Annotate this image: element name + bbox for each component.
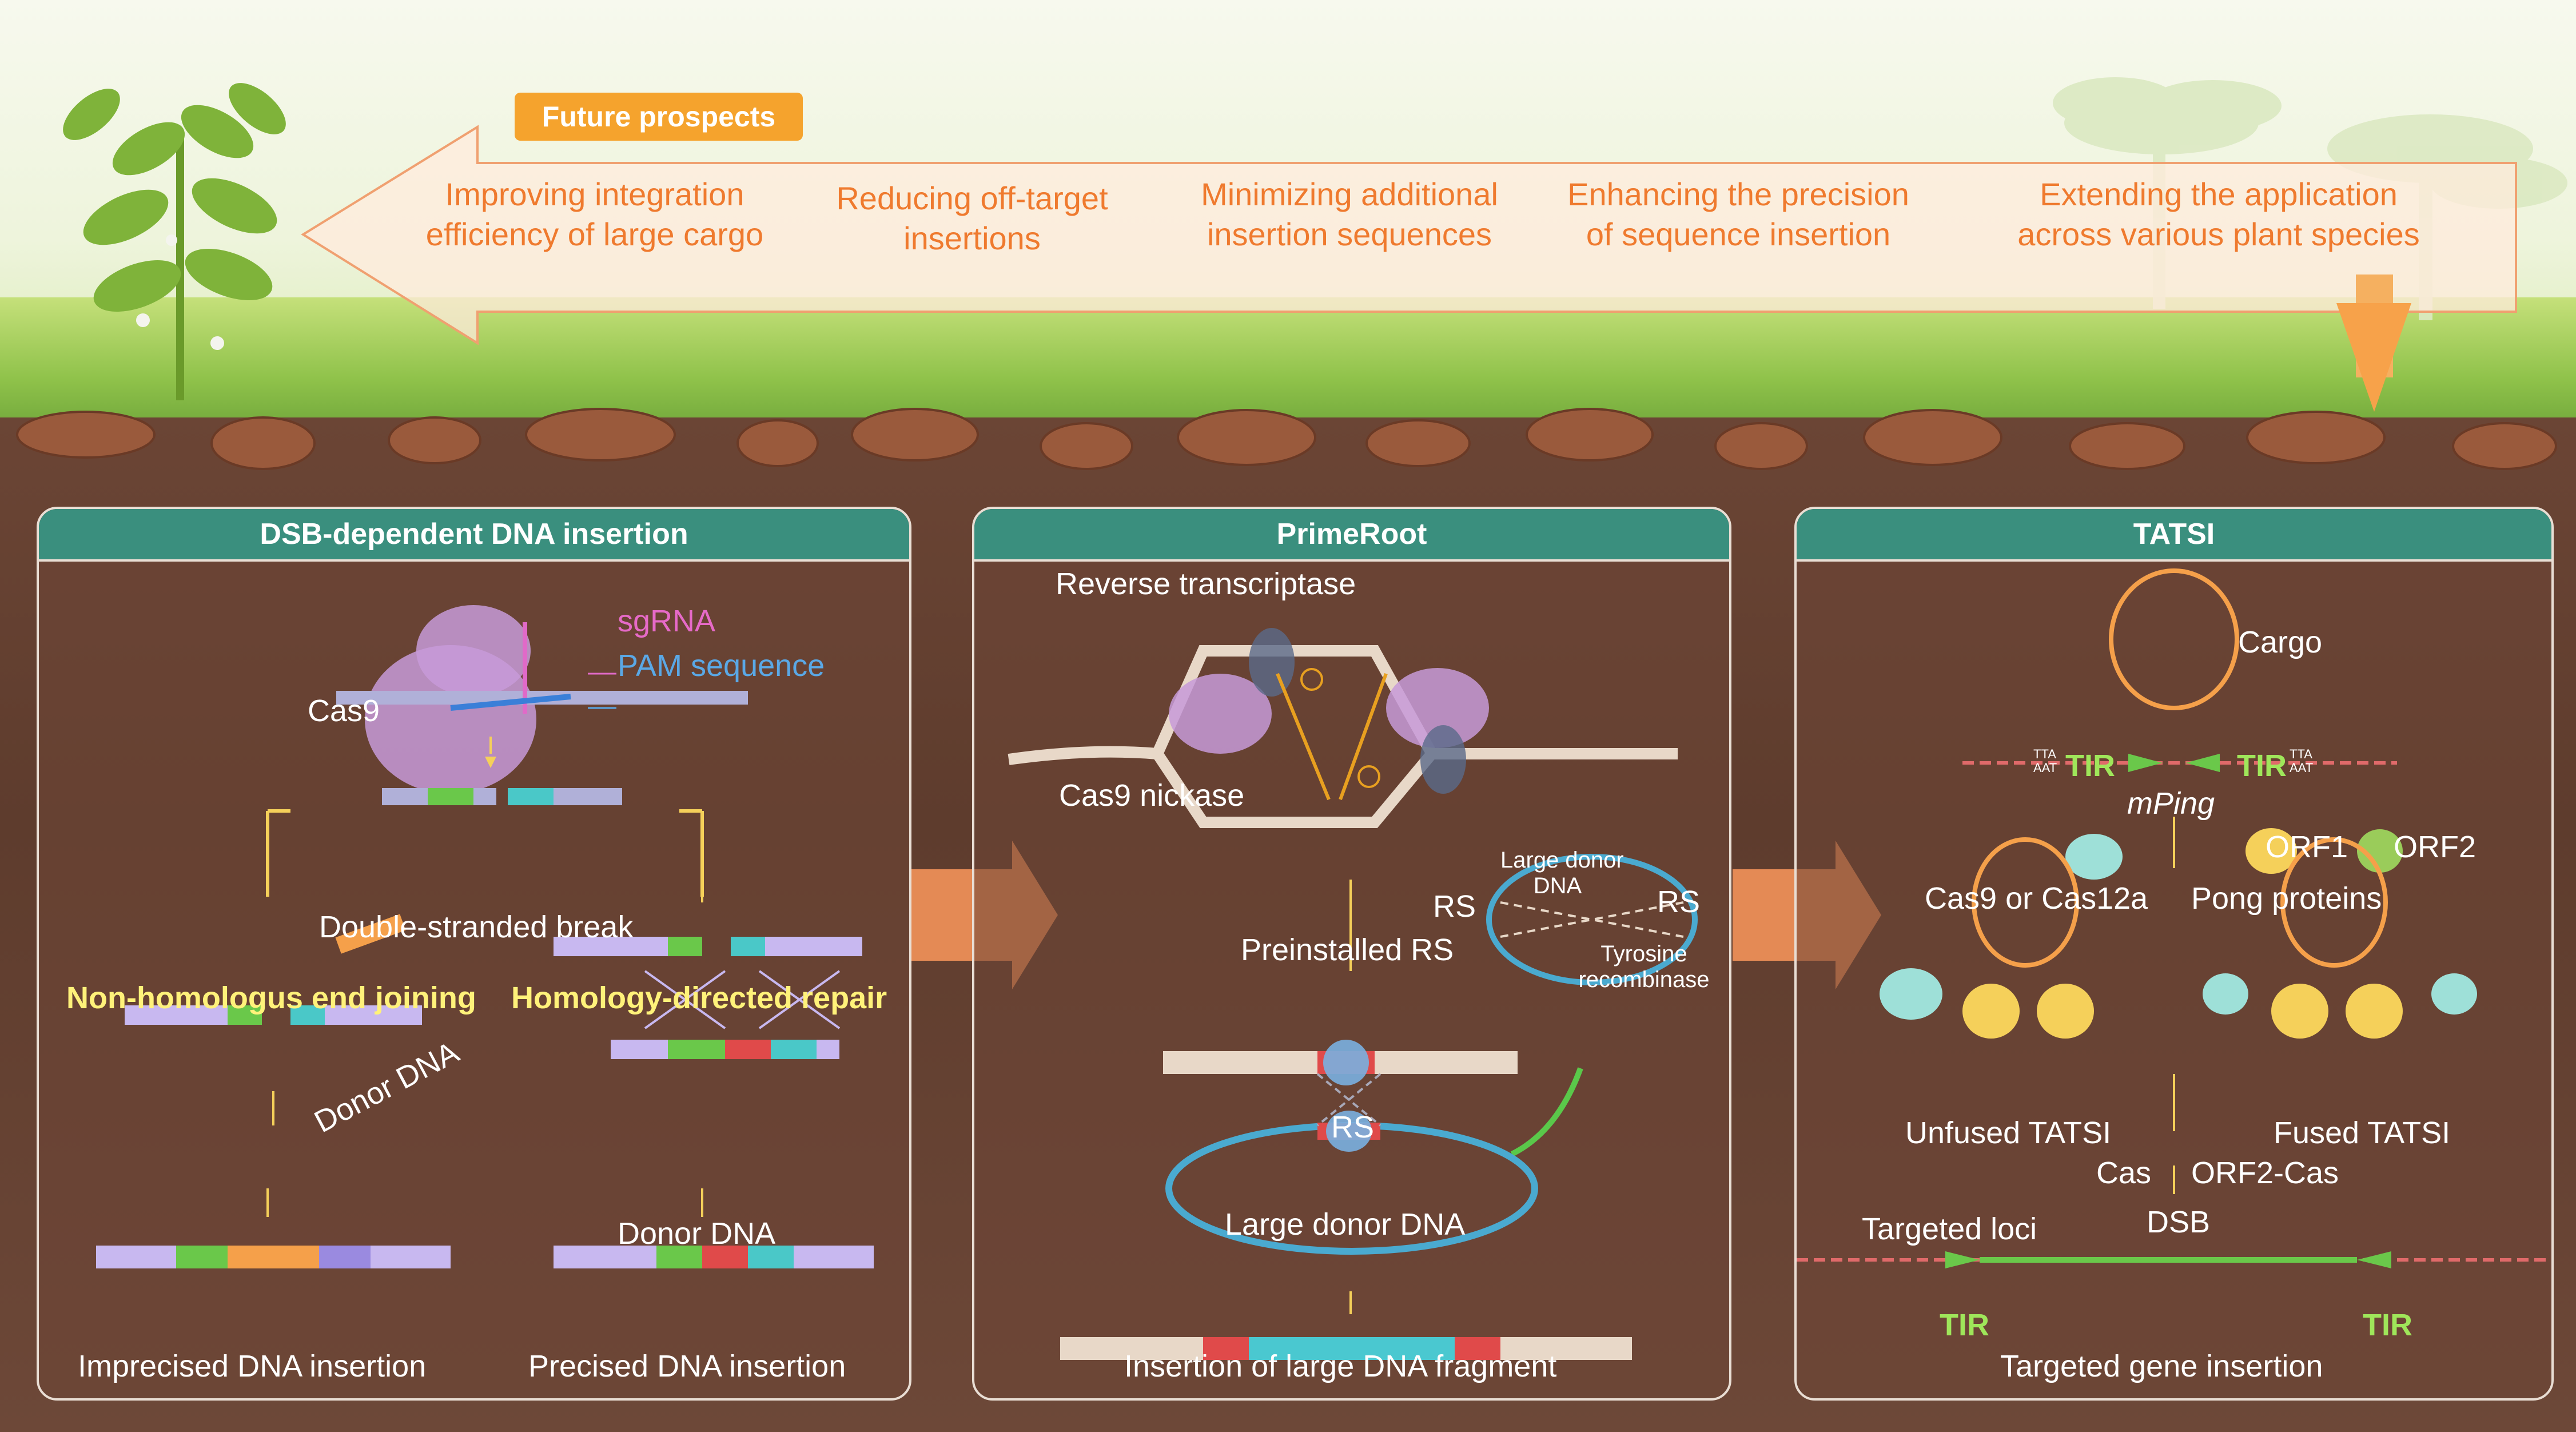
tatsi-diagram [1797,568,2551,1268]
pong-proteins-label: Pong proteins [2191,881,2382,916]
cas9-cas12a-label: Cas9 or Cas12a [1925,881,2148,916]
pam-label: PAM sequence [618,649,825,683]
panel-title: TATSI [1797,509,2551,562]
donor-dna-label: Donor DNA [618,1216,776,1251]
reverse-transcriptase-label: Reverse transcriptase [1056,567,1356,601]
plant-illustration [63,83,286,400]
soil-rocks [16,408,2557,470]
grass-band [0,297,2576,435]
future-prospects-badge: Future prospects [515,93,803,141]
preinstalled-rs-label: Preinstalled RS [1241,933,1454,967]
cargo-label: Cargo [2238,625,2323,659]
tir-label-final-left: TIR [1940,1308,1989,1342]
tir-label-final-right: TIR [2363,1308,2412,1342]
primeroot-diagram [1008,628,1698,1360]
tta-label-left: TTA [2033,747,2056,761]
cas9-label: Cas9 [308,694,380,728]
targeted-loci-label: Targeted loci [1862,1212,2037,1246]
dsb-diagram [96,605,874,1268]
unfused-tatsi-label: Unfused TATSI [1905,1116,2112,1150]
tta-label-right: TTA [2290,747,2312,761]
rs-label-circle: RS [1331,1110,1375,1144]
orf1-label: ORF1 [2266,830,2348,864]
sgrna-label: sgRNA [618,604,716,638]
insertion-large-fragment-label: Insertion of large DNA fragment [1124,1349,1557,1383]
panel-tatsi: TATSI Cargo TIR TIR TTA AAT TTA AAT mPin… [1794,507,2554,1401]
aat-label-left: AAT [2033,761,2057,775]
precise-insertion-label: Precised DNA insertion [528,1349,846,1383]
cas9-nickase-label: Cas9 nickase [1059,778,1245,813]
panel-primeroot: PrimeRoot Reverse transcriptase Cas9 nic… [972,507,1731,1401]
panel-title: PrimeRoot [974,509,1729,562]
aat-label-right: AAT [2290,761,2314,775]
dsb-label: DSB [2147,1205,2211,1239]
large-donor-dna-label: Large donor DNA [1225,1207,1466,1242]
prospects-arrow-banner [301,125,2517,345]
panel-dsb: DSB-dependent DNA insertion sgRNA [37,507,911,1401]
nhej-label: Non-homologus end joining [66,981,476,1015]
rs-label-right: RS [1657,885,1701,919]
cas-label: Cas [2096,1156,2152,1190]
mping-label: mPing [2127,786,2215,821]
orf2-cas-label: ORF2-Cas [2191,1156,2339,1190]
fused-tatsi-label: Fused TATSI [2274,1116,2451,1150]
hdr-label: Homology-directed repair [511,981,887,1015]
imprecise-insertion-label: Imprecised DNA insertion [78,1349,427,1383]
tir-label-right: TIR [2237,749,2287,783]
targeted-gene-insertion-label: Targeted gene insertion [2000,1349,2323,1383]
rs-label-left: RS [1433,889,1476,924]
dsb-label: Double-stranded break [319,910,634,944]
tir-label-left: TIR [2065,749,2115,783]
panel-title: DSB-dependent DNA insertion [39,509,909,562]
orf2-label: ORF2 [2394,830,2477,864]
